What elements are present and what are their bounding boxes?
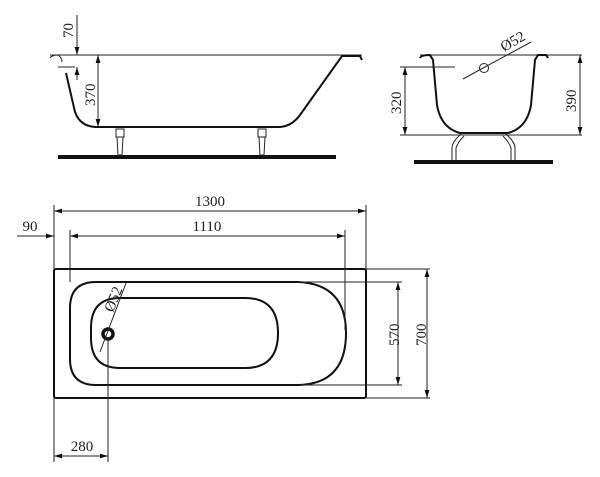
end-view: Ø52 320 390 [389,29,583,164]
basin-floor [90,297,280,369]
dim-rim-offset: 90 [23,219,38,235]
end-feet [451,133,516,160]
dim-total-length: 1300 [195,194,225,210]
dim-drain-diameter: Ø52 [102,285,127,315]
rim-left-profile [49,54,75,68]
dim-rim-depth: 70 [61,23,77,38]
foot-right [257,128,267,156]
dim-inner-width: 570 [387,324,403,347]
dim-total-height: 390 [564,90,580,113]
plan-view: Ø52 1300 1110 90 570 700 280 [17,194,430,462]
tub-shell-end [419,53,549,134]
dim-drain-offset: 280 [71,439,94,455]
foot-left [115,128,125,156]
overflow-leader [462,41,532,80]
dim-overflow-height: 320 [389,92,405,115]
overflow-hole [479,63,489,73]
outer-rim [53,268,367,399]
dim-inner-length: 1110 [193,219,222,235]
tub-shell-side [65,55,363,128]
dim-total-width: 700 [414,324,430,347]
drain-leader [99,282,127,353]
dim-inner-depth: 370 [83,84,99,107]
side-view: 70 370 [49,15,363,159]
